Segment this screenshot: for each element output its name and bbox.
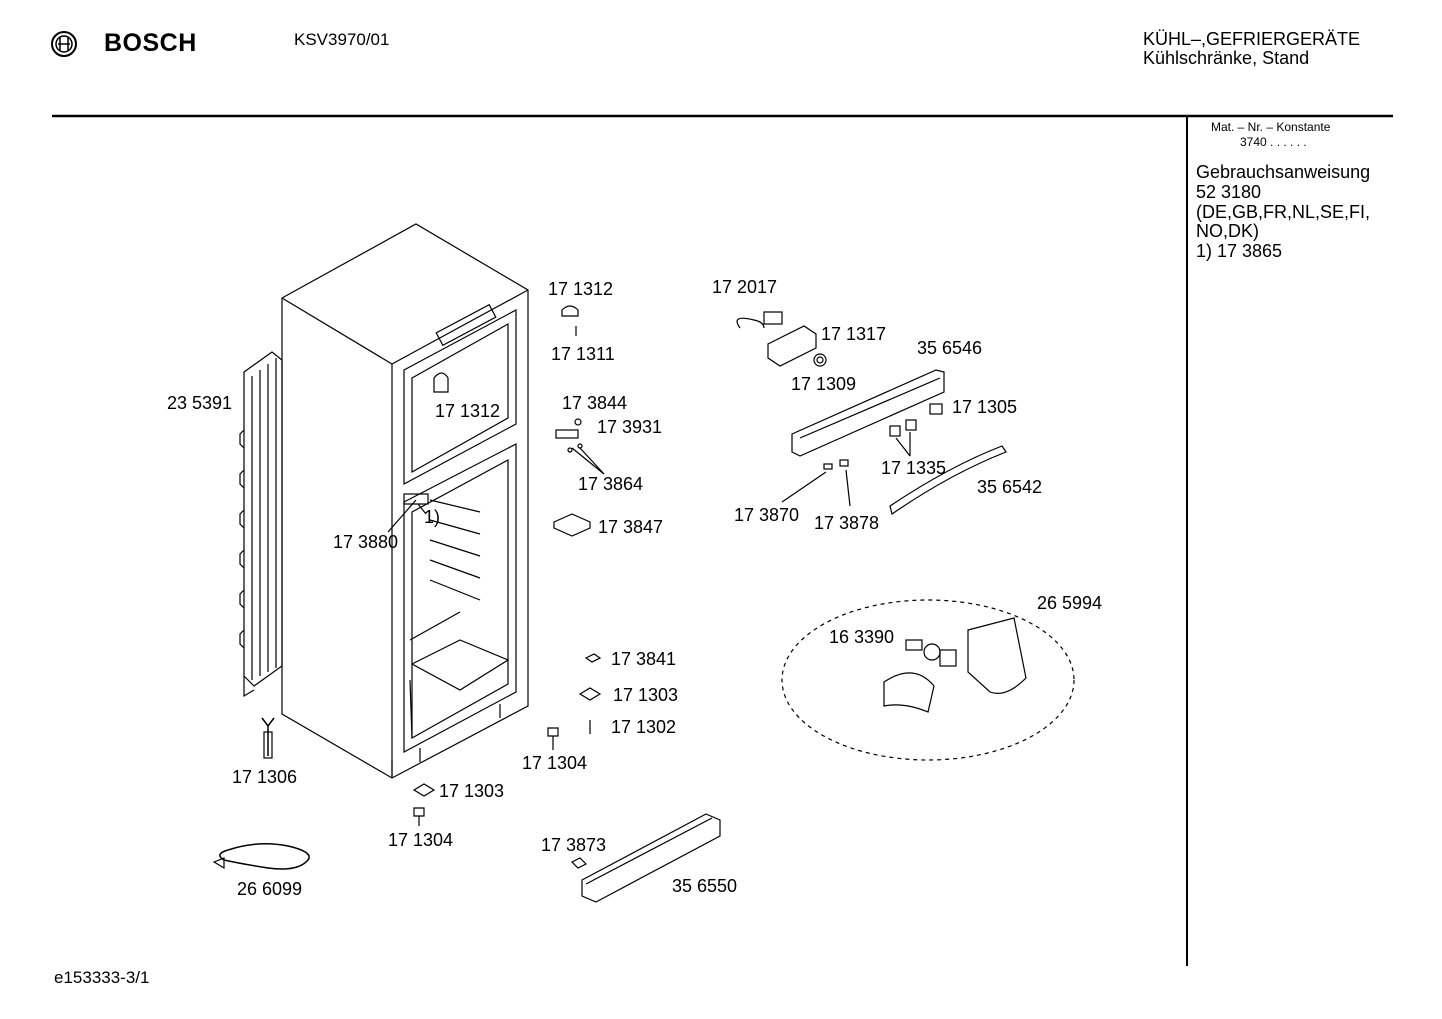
manual-languages-2: NO,DK) [1196, 221, 1259, 241]
part-label: 17 3873 [541, 835, 607, 855]
part-label: 17 3870 [734, 505, 800, 525]
bosch-logo-icon [51, 31, 77, 57]
part-label: 17 3864 [578, 474, 644, 494]
part-label: 26 5994 [1037, 593, 1103, 613]
drawing-id: e153333-3/1 [54, 968, 150, 987]
manual-number: 52 3180 [1196, 182, 1262, 202]
part-label: 26 6099 [237, 879, 303, 899]
footnote-1: 1) 17 3865 [1196, 241, 1283, 261]
part-label: 17 1312 [435, 401, 501, 421]
fridge-cabinet [281, 223, 529, 779]
part-label: 17 1304 [522, 753, 588, 773]
manual-title: Gebrauchsanweisung [1196, 162, 1371, 182]
part-label: 17 3841 [611, 649, 677, 669]
part-label: 17 3878 [814, 513, 880, 533]
part-label: 17 1304 [388, 830, 454, 850]
part-label: 17 1312 [548, 279, 614, 299]
part-label: 16 3390 [829, 627, 895, 647]
part-label: 35 6546 [917, 338, 983, 358]
part-label: 17 3880 [333, 532, 399, 552]
part-label: 35 6550 [672, 876, 738, 896]
part-label: 17 1309 [791, 374, 857, 394]
mat-number-label: Mat. – Nr. – Konstante [1211, 120, 1331, 134]
part-label: 17 1311 [551, 344, 615, 364]
manual-languages-1: (DE,GB,FR,NL,SE,FI, [1196, 202, 1371, 222]
part-label: 17 2017 [712, 277, 778, 297]
part-label: 17 3844 [562, 393, 628, 413]
brand-name: BOSCH [104, 29, 197, 57]
part-label: 17 1335 [881, 458, 947, 478]
part-label: 17 1306 [232, 767, 298, 787]
model-number: KSV3970/01 [294, 30, 390, 49]
part-label: 17 1303 [613, 685, 679, 705]
footnote-marker: 1) [424, 507, 441, 527]
part-label: 17 1303 [439, 781, 505, 801]
part-label: 17 1305 [952, 397, 1018, 417]
condenser-coil [239, 351, 283, 698]
part-label: 17 3847 [598, 517, 664, 537]
part-label: 23 5391 [167, 393, 233, 413]
part-label: 17 1302 [611, 717, 677, 737]
category-line-1: KÜHL–,GEFRIERGERÄTE [1143, 29, 1361, 49]
part-label: 17 3931 [597, 417, 663, 437]
part-label: 17 1317 [821, 324, 887, 344]
category-line-2: Kühlschränke, Stand [1143, 48, 1310, 68]
mat-number-value: 3740 . . . . . . [1240, 135, 1307, 149]
part-label: 35 6542 [977, 477, 1043, 497]
